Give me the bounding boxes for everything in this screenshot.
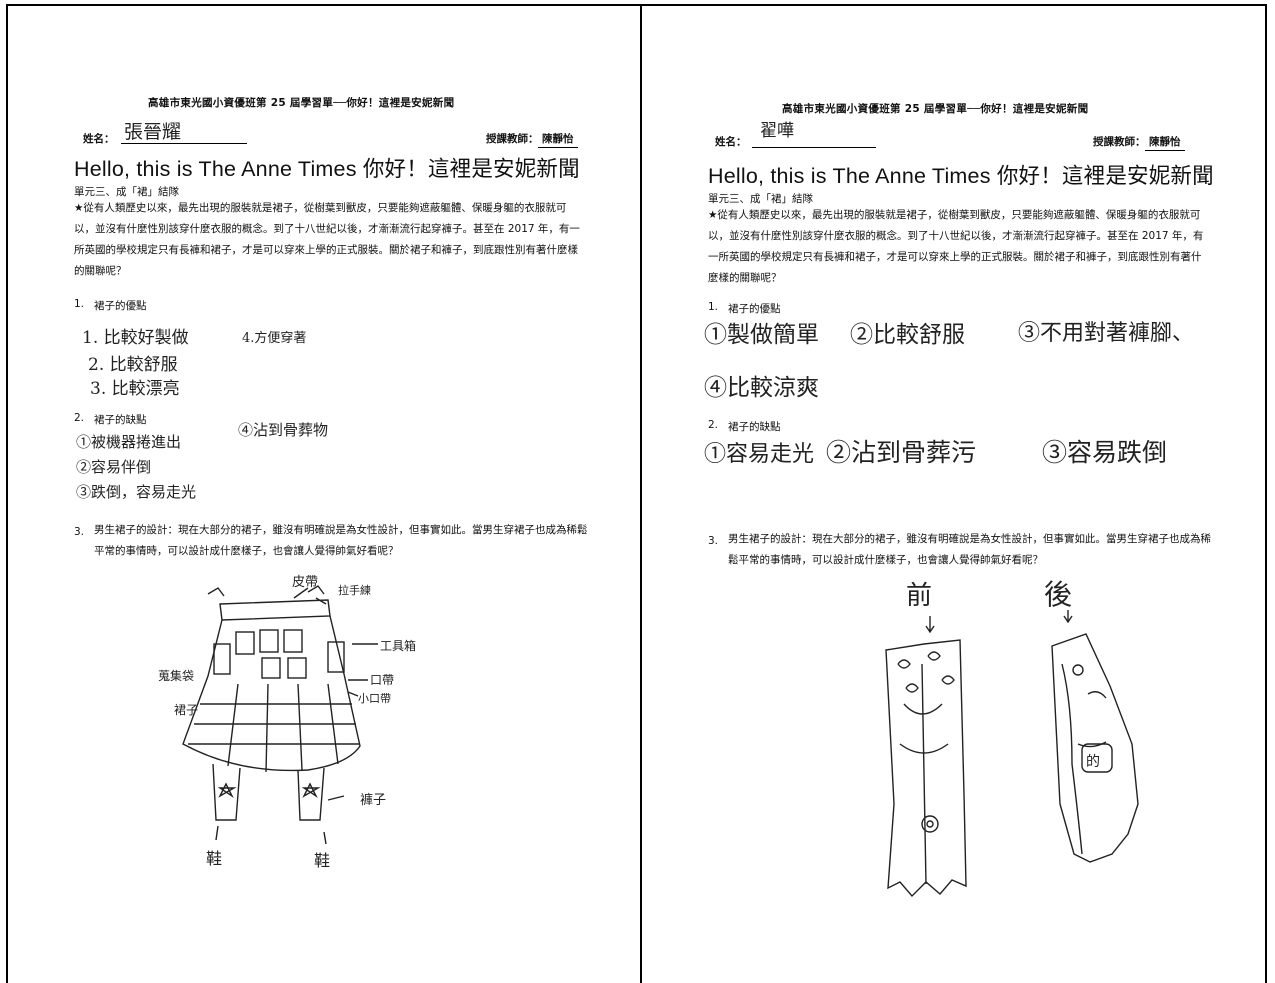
label-shoe-right: 鞋: [314, 851, 330, 870]
skirt-grid-sketch: [188, 703, 360, 745]
skirt-drawing-left: 皮帶 拉手練 工具箱 口帶 小口帶 裙子 褲子 鞋 鞋 蒐集袋: [158, 575, 416, 870]
q2-answer-1: ①被機器捲進出: [76, 433, 182, 451]
q2-answer-2: ②沾到骨葬污: [826, 438, 977, 467]
label-small-pouch: 小口帶: [358, 692, 391, 705]
q1-answer-2: 2. 比較舒服: [88, 355, 178, 375]
q2-answer-2: ②容易伴倒: [76, 458, 152, 476]
name-label: 姓名：: [715, 136, 747, 148]
left-leg-sketch: [212, 763, 241, 821]
pocket-sketch: [283, 629, 303, 653]
q1-answer-2: ②比較舒服: [850, 322, 965, 348]
right-leg-sketch: [297, 767, 325, 821]
front-arrow: [925, 616, 935, 634]
q3-text: 男生裙子的設計：現在大部分的裙子，雖沒有明確說是為女性設計，但事實如此。當男生穿…: [728, 533, 1211, 566]
q1-title: 裙子的優點: [94, 300, 147, 312]
unit-title: 單元三、成「裙」結隊: [708, 193, 813, 205]
skirt-outline-sketch: [182, 615, 361, 772]
page-frame: [6, 4, 1267, 983]
belt-loops-sketch: [207, 585, 325, 597]
q1-number: 1.: [708, 301, 719, 313]
q1-answer-3: ③不用對著褲腳、: [1018, 321, 1195, 346]
giraffe-patch-sketch: [1081, 743, 1113, 773]
unit-title: 單元三、成「裙」結隊: [74, 186, 179, 198]
q1-answer-4: ④比較涼爽: [704, 375, 819, 401]
teacher-label: 授課教師：: [1093, 136, 1146, 148]
star-sketch: [217, 782, 321, 799]
pocket-sketch: [287, 657, 307, 679]
q2-answer-3: ③跌倒，容易走光: [76, 483, 197, 501]
label-back: 後: [1044, 578, 1072, 611]
school-title: 高雄市東光國小資優班第 25 屆學習單──你好！這裡是安妮新聞: [782, 103, 1089, 115]
q2-answer-4: ④沾到骨葬物: [238, 421, 329, 439]
headline: Hello, this is The Anne Times 你好！這裡是安妮新聞: [708, 164, 1214, 188]
label-pants: 褲子: [360, 793, 386, 808]
tree-knot-sketch: [921, 815, 939, 833]
q1-answer-1: 1. 比較好製做: [82, 328, 189, 348]
q2-answer-3: ③容易跌倒: [1042, 438, 1168, 467]
pocket-sketch: [261, 657, 281, 679]
label-pouch: 口帶: [370, 673, 394, 687]
side-pocket-sketch: [213, 643, 231, 675]
q1-answer-4: 4.方便穿著: [242, 331, 307, 346]
giraffe-pattern-sketch: [1061, 663, 1107, 855]
pocket-sketch: [259, 629, 279, 653]
q3-number: 3.: [708, 535, 719, 547]
page-divider: [640, 4, 642, 983]
q2-title: 裙子的缺點: [94, 414, 147, 426]
label-collect-bag: 蒐集袋: [158, 668, 194, 683]
name-underline: [121, 143, 247, 144]
skirt-grid-sketch: [227, 683, 339, 773]
worksheet-left: 高雄市東光國小資優班第 25 屆學習單──你好！這裡是安妮新聞 姓名： 張晉耀 …: [8, 4, 640, 983]
label-front: 前: [906, 581, 932, 611]
label-shoe-left: 鞋: [206, 849, 222, 868]
waistband-sketch: [219, 599, 331, 621]
q3-text: 男生裙子的設計：現在大部分的裙子，雖沒有明確說是為女性設計，但事實如此。當男生穿…: [94, 524, 588, 557]
intro-paragraph: ★從有人類歷史以來，最先出現的服裝就是裙子，從樹葉到獸皮，只要能夠遮蔽軀體、保暖…: [708, 209, 1204, 284]
name-underline: [752, 147, 876, 148]
teacher-name: 陳靜怡: [538, 131, 578, 148]
label-zipper: 拉手練: [338, 583, 371, 597]
teacher-name: 陳靜怡: [1145, 134, 1185, 151]
q1-answer-3: 3. 比較漂亮: [90, 379, 180, 399]
q1-number: 1.: [74, 298, 85, 310]
tree-knot-sketch: [926, 820, 934, 828]
skirt-drawing-right: 前 後 的: [885, 578, 1139, 898]
back-arrow: [1063, 610, 1073, 624]
back-skirt-outline: [1051, 633, 1139, 863]
annotation-arrows: [215, 587, 378, 845]
q2-number: 2.: [708, 419, 719, 431]
q3-number: 3.: [74, 526, 85, 538]
name-label: 姓名：: [83, 133, 115, 145]
label-skirt: 裙子: [174, 703, 198, 717]
headline: Hello, this is The Anne Times 你好！這裡是安妮新聞: [74, 157, 580, 181]
q2-answer-1: ①容易走光: [704, 442, 815, 467]
side-pocket-sketch: [327, 641, 345, 673]
school-title: 高雄市東光國小資優班第 25 屆學習單──你好！這裡是安妮新聞: [148, 97, 455, 109]
label-toolbox: 工具箱: [380, 638, 416, 653]
label-giraffe-text: 的: [1086, 754, 1100, 770]
student-name: 翟嘩: [760, 121, 794, 141]
student-name: 張晉耀: [124, 121, 182, 143]
worksheet-right: 高雄市東光國小資優班第 25 屆學習單──你好！這裡是安妮新聞 姓名： 翟嘩 授…: [642, 4, 1266, 983]
q1-title: 裙子的優點: [728, 303, 781, 315]
q1-answer-1: ①製做簡單: [704, 322, 819, 348]
giraffe-eye-sketch: [1072, 664, 1084, 676]
pocket-sketch: [235, 631, 255, 655]
q2-title: 裙子的缺點: [728, 421, 781, 433]
intro-paragraph: ★從有人類歷史以來，最先出現的服裝就是裙子，從樹葉到獸皮，只要能夠遮蔽軀體、保暖…: [74, 202, 580, 277]
q2-number: 2.: [74, 412, 85, 424]
tree-trunk-sketch: [899, 663, 949, 885]
label-belt: 皮帶: [292, 575, 318, 590]
leaf-pattern-sketch: [897, 651, 955, 693]
teacher-label: 授課教師：: [486, 133, 539, 145]
